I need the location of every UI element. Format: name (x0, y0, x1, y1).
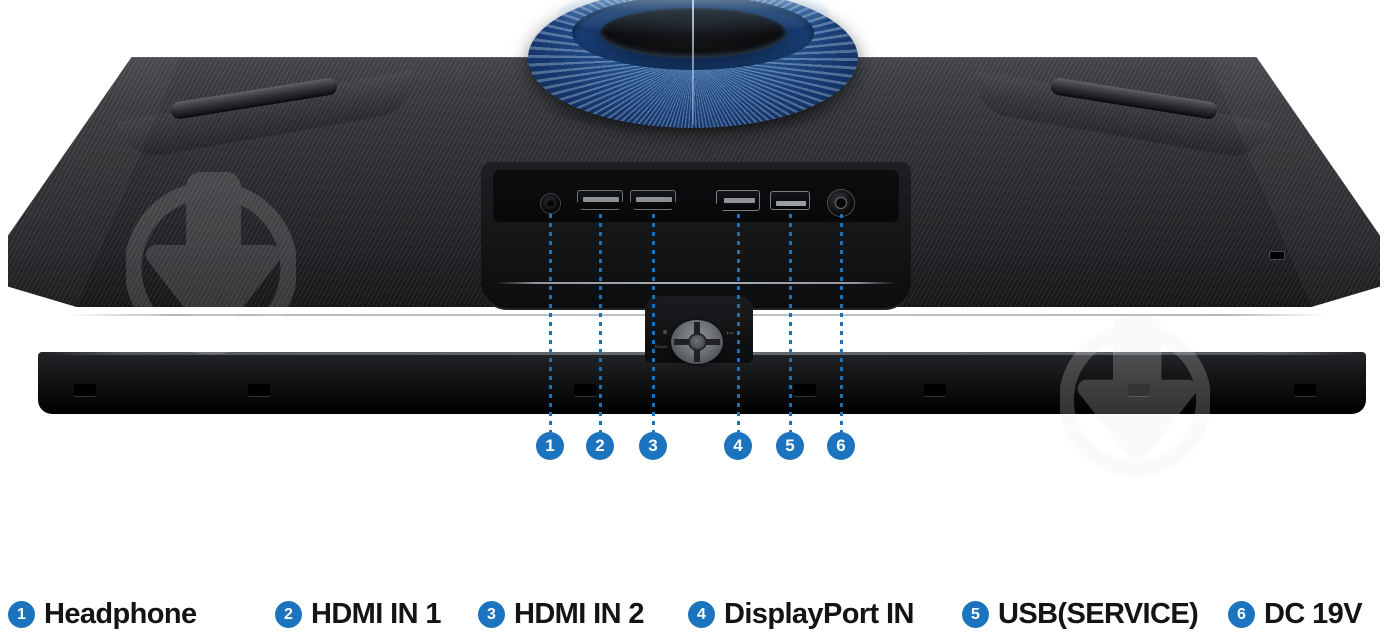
port-bay-seam (496, 282, 896, 284)
kensington-lock-slot (1270, 252, 1284, 259)
headphone-jack-port (541, 194, 560, 213)
callout-leader-1 (549, 214, 552, 432)
vesa-slot-1 (74, 384, 96, 396)
legend-item-hdmi-in-2: 3 HDMI IN 2 (478, 590, 645, 638)
hdmi-in-2-port (630, 190, 676, 210)
legend-label-1: Headphone (44, 597, 197, 630)
callout-badge-4: 4 (724, 432, 752, 460)
legend-badge-3: 3 (478, 600, 505, 628)
power-led-dot (663, 330, 667, 334)
legend-label-6: DC 19V (1264, 597, 1363, 630)
usb-service-port (770, 191, 810, 210)
port-legend: 1 Headphone 2 HDMI IN 1 3 HDMI IN 2 4 DisplayPo… (0, 590, 1387, 638)
callout-badge-2: 2 (586, 432, 614, 460)
legend-item-dc-19v: 6 DC 19V (1228, 590, 1363, 638)
callout-leader-4 (737, 214, 740, 432)
vesa-slot-3 (574, 384, 596, 396)
legend-label-2: HDMI IN 1 (311, 597, 442, 630)
legend-badge-2: 2 (275, 600, 302, 628)
legend-badge-4: 4 (688, 600, 715, 628)
legend-item-headphone: 1 Headphone (8, 590, 197, 638)
legend-label-5: USB(SERVICE) (998, 597, 1199, 630)
vesa-slot-2 (248, 384, 270, 396)
vesa-slot-5 (924, 384, 946, 396)
legend-badge-6: 6 (1228, 600, 1255, 628)
vesa-slot-4 (794, 384, 816, 396)
5-way-joystick[interactable] (671, 320, 723, 364)
displayport-in-port (716, 190, 760, 211)
dc-19v-jack-port (828, 190, 854, 216)
callout-badge-6: 6 (827, 432, 855, 460)
legend-item-displayport-in: 4 DisplayPort IN (688, 590, 914, 638)
callout-leader-6 (840, 214, 843, 432)
callout-leader-2 (599, 214, 602, 432)
monitor-stand-ring (528, 0, 858, 140)
pod-reset-label: Reset (655, 344, 668, 349)
monitor-photo: Reset ▸◂◃ (8, 0, 1380, 414)
vesa-slot-6 (1128, 384, 1150, 396)
callout-badge-5: 5 (776, 432, 804, 460)
legend-badge-5: 5 (962, 600, 989, 628)
joystick-center-button[interactable] (690, 335, 705, 349)
legend-label-4: DisplayPort IN (724, 597, 914, 630)
callout-leader-3 (652, 214, 655, 432)
vesa-slot-7 (1294, 384, 1316, 396)
legend-item-usb-service: 5 USB(SERVICE) (962, 590, 1199, 638)
legend-badge-1: 1 (8, 600, 35, 628)
stand-ring-gloss (558, 0, 830, 36)
callout-badge-1: 1 (536, 432, 564, 460)
legend-label-3: HDMI IN 2 (514, 597, 645, 630)
callout-leader-5 (789, 214, 792, 432)
legend-item-hdmi-in-1: 2 HDMI IN 1 (275, 590, 442, 638)
stand-ring-seam (692, 0, 694, 124)
callout-badge-3: 3 (639, 432, 667, 460)
pod-logo-label: ▸◂◃ (727, 330, 735, 335)
hdmi-in-1-port (577, 190, 623, 210)
